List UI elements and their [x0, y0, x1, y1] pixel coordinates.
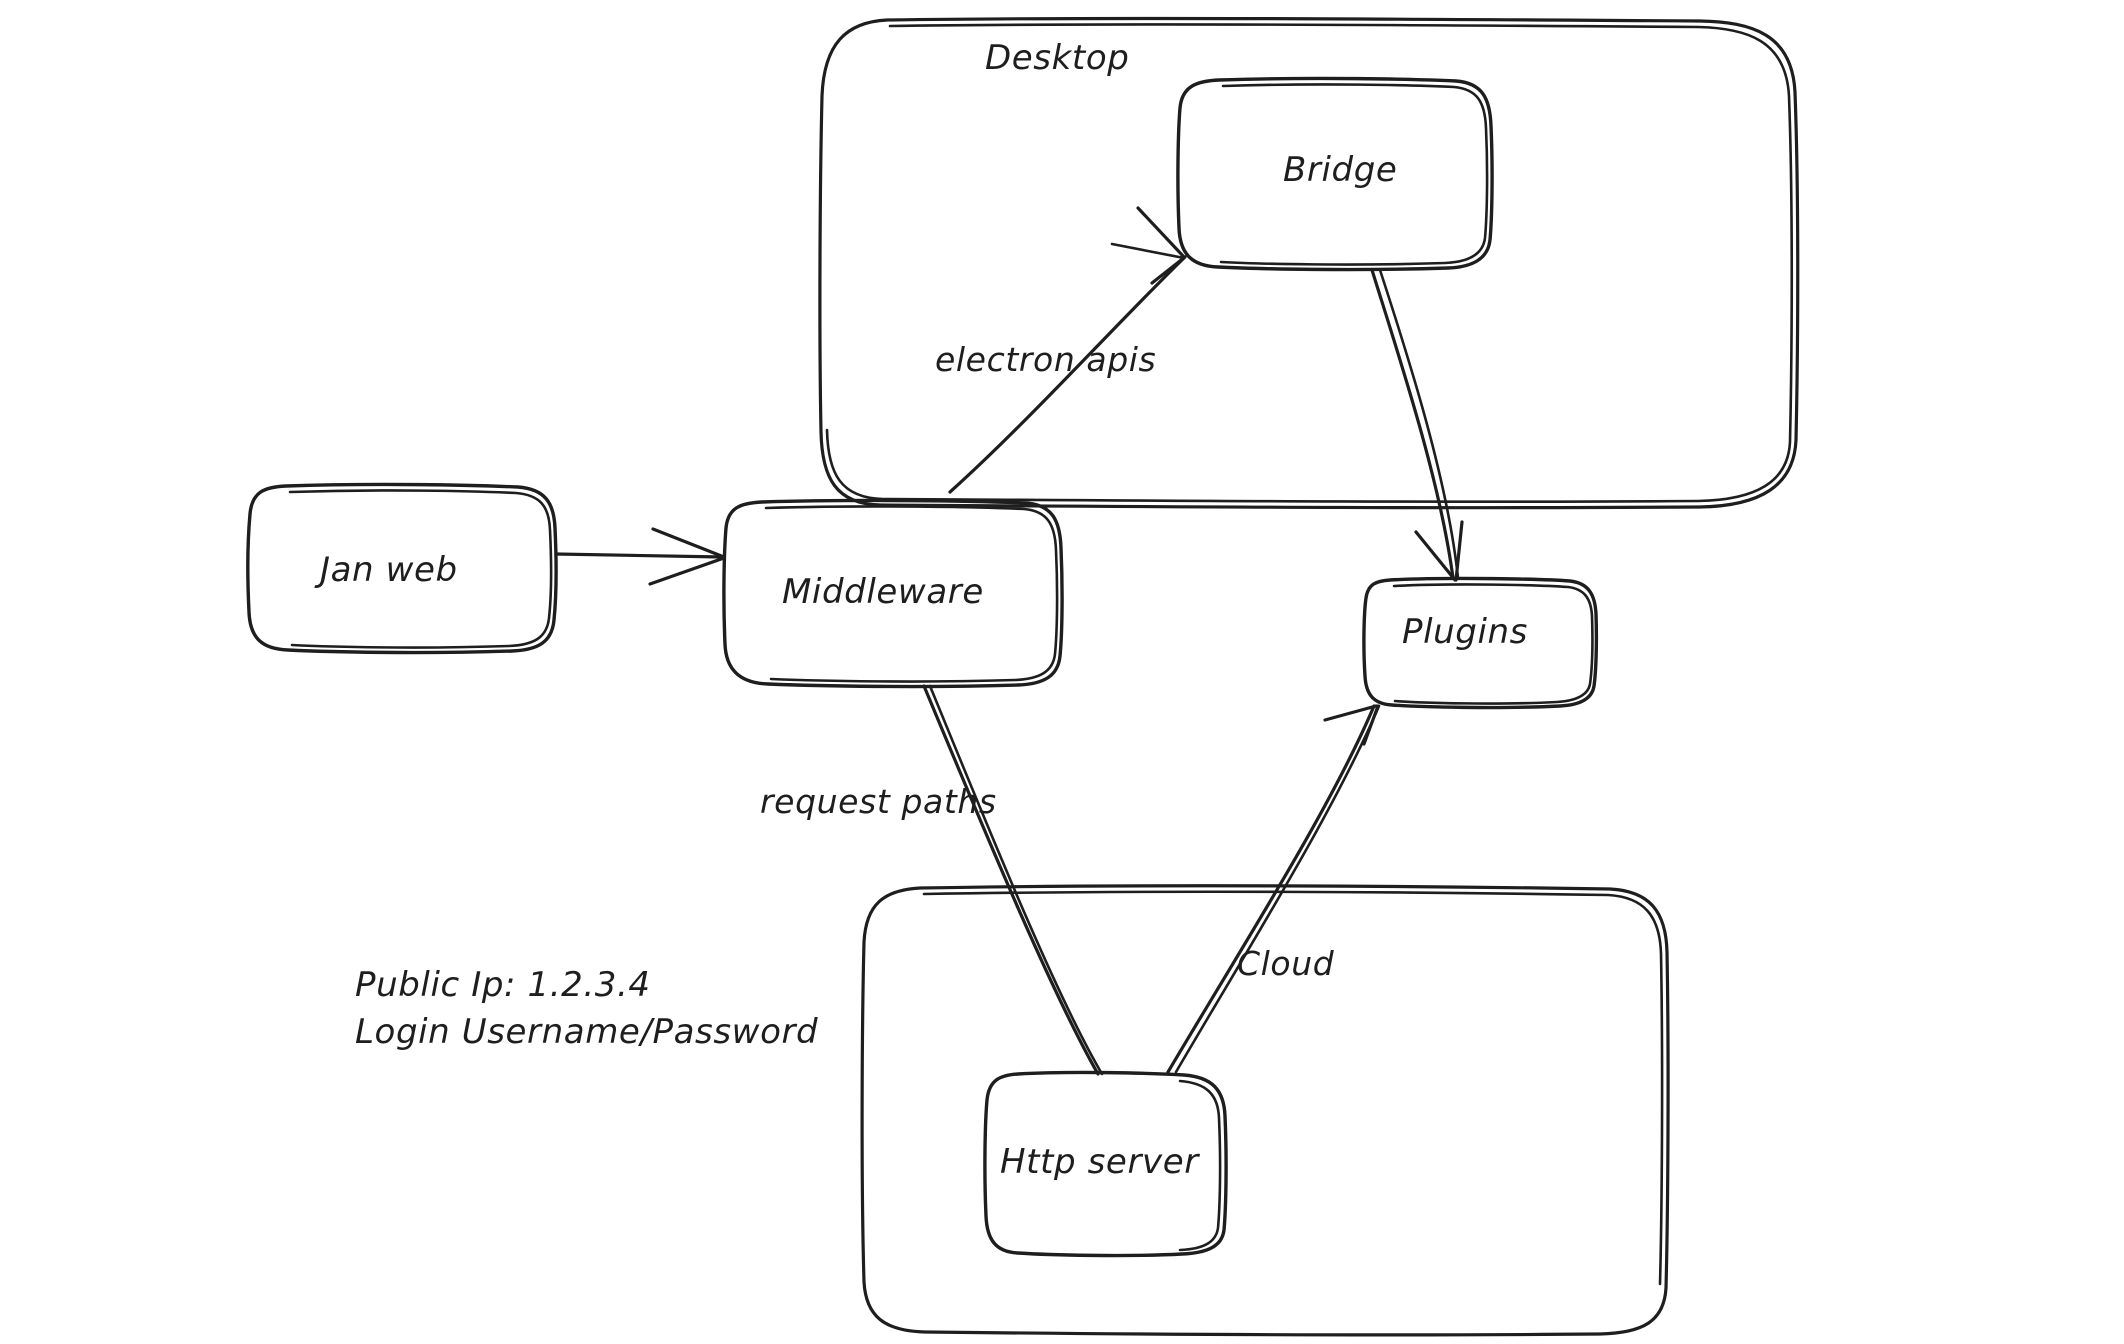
public-ip-line: Public Ip: 1.2.3.4: [355, 965, 651, 1005]
plugins-node-label[interactable]: Plugins: [1402, 612, 1528, 652]
desktop-group-shape: [818, 16, 1800, 510]
edge-http-server-to-plugins: [1166, 704, 1381, 1074]
edge-jan-web-to-middleware: [554, 527, 726, 586]
middleware-shape[interactable]: [722, 498, 1064, 689]
request-paths-edge-label: request paths: [760, 782, 997, 821]
bridge-node-label[interactable]: Bridge: [1283, 150, 1398, 190]
plugins-shape[interactable]: [1362, 576, 1599, 710]
edge-middleware-to-http-server: [922, 684, 1104, 1076]
bridge-shape[interactable]: [1176, 76, 1494, 272]
http-server-shape[interactable]: [983, 1070, 1228, 1258]
edge-middleware-to-bridge: [948, 206, 1187, 494]
desktop-group-label: Desktop: [985, 38, 1130, 78]
cloud-edge-label: Cloud: [1237, 944, 1335, 983]
jan-web-shape[interactable]: [246, 482, 558, 655]
login-credentials-line: Login Username/Password: [355, 1011, 819, 1052]
edge-bridge-to-plugins: [1370, 268, 1464, 582]
electron-apis-edge-label: electron apis: [935, 340, 1157, 379]
http-server-node-label[interactable]: Http server: [1000, 1142, 1199, 1182]
public-ip-note: Public Ip: 1.2.3.4 Login Username/Passwo…: [355, 962, 818, 1056]
middleware-node-label[interactable]: Middleware: [782, 572, 984, 612]
jan-web-node-label[interactable]: Jan web: [320, 550, 458, 590]
cloud-group-shape: [860, 884, 1670, 1337]
